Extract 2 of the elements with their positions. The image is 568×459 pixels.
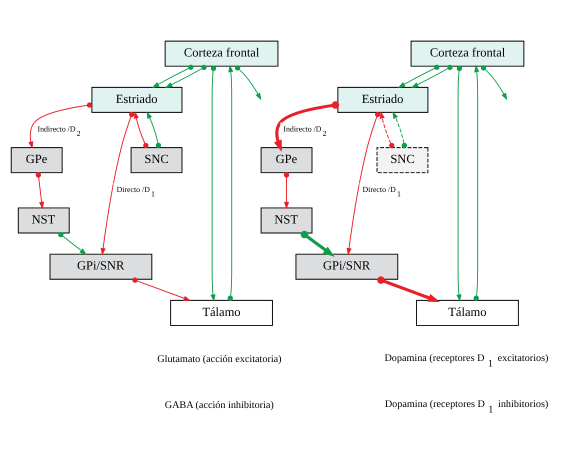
legend-label: Glutamato (acción excitatoria) (157, 354, 282, 365)
legend-label: GABA (acción inhibitoria) (164, 400, 274, 411)
